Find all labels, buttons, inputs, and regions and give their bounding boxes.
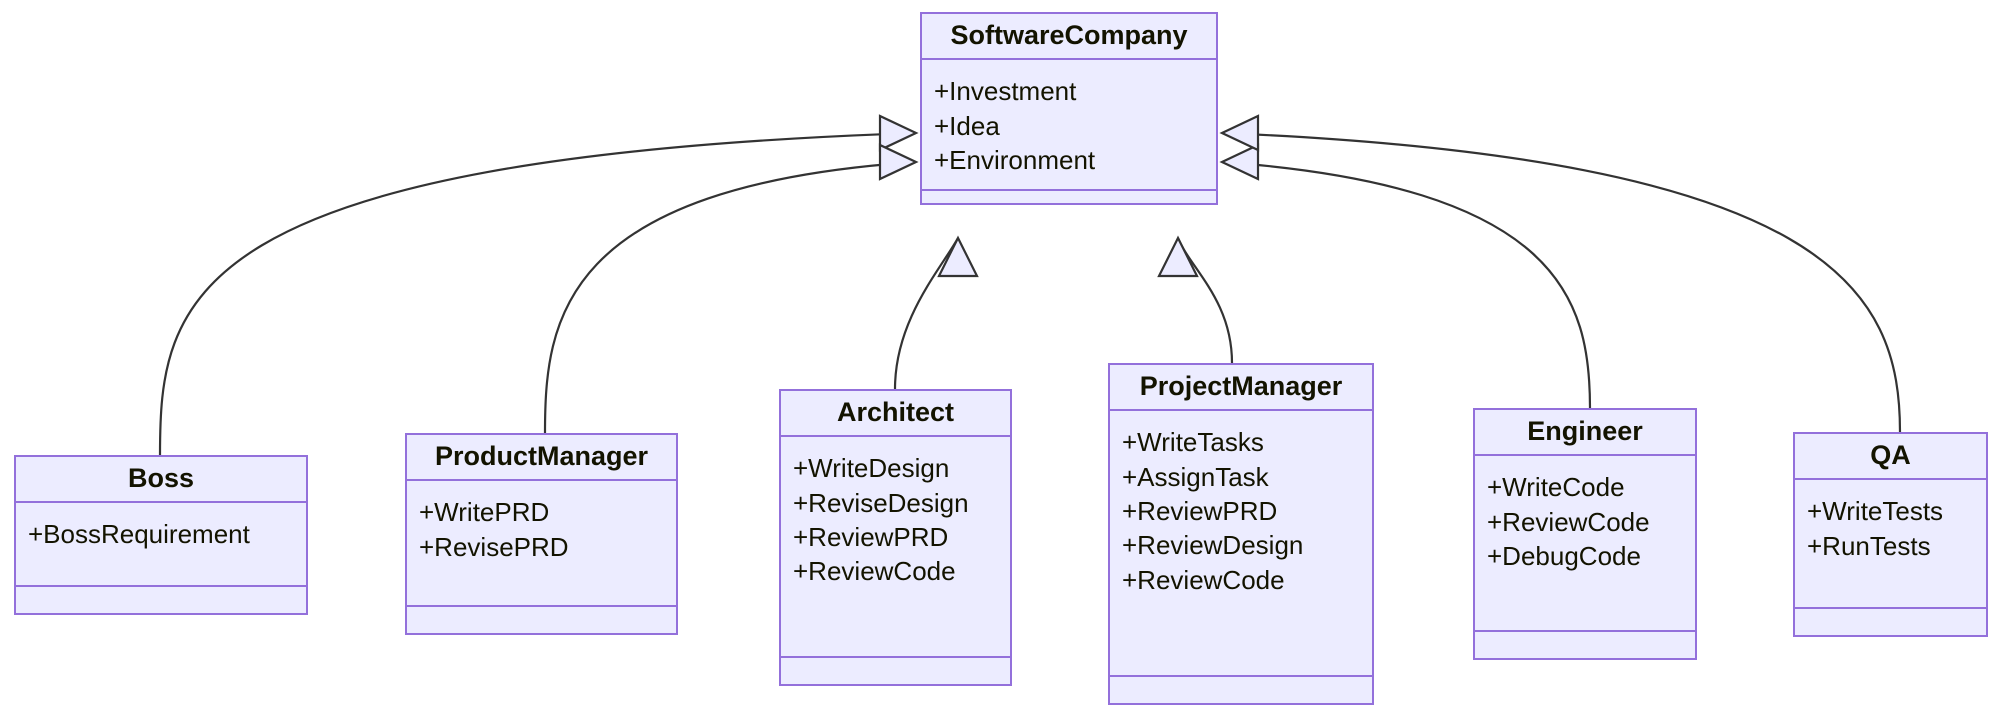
class-attribute: +AssignTask [1122, 461, 1269, 492]
class-attribute: +WriteTests [1807, 496, 1944, 527]
class-attributes-software-company: +Investment +Idea +Environment [922, 60, 1216, 192]
class-attribute: +ReviewCode [1487, 506, 1650, 537]
inheritance-arrowhead-icon [1157, 235, 1199, 278]
class-attribute: +RunTests [1807, 530, 1931, 561]
class-attribute: +ReviewCode [793, 556, 956, 587]
class-methods-qa [1795, 609, 1986, 635]
class-methods-boss [16, 587, 306, 613]
class-title-architect: Architect [781, 391, 1010, 438]
class-title-engineer: Engineer [1475, 410, 1695, 457]
class-title-qa: QA [1795, 434, 1986, 481]
class-title-project-manager: ProjectManager [1110, 365, 1372, 412]
class-methods-architect [781, 658, 1010, 684]
class-attribute: +WritePRD [419, 497, 550, 528]
class-attribute: +ReviewCode [1122, 564, 1285, 595]
class-attributes-architect: +WriteDesign +ReviseDesign +ReviewPRD +R… [781, 437, 1010, 658]
class-attribute: +ReviewPRD [1122, 495, 1278, 526]
class-title-boss: Boss [16, 457, 306, 504]
class-node-engineer[interactable]: Engineer +WriteCode +ReviewCode +DebugCo… [1473, 408, 1697, 660]
class-attributes-boss: +BossRequirement [16, 503, 306, 587]
class-methods-software-company [922, 191, 1216, 217]
class-methods-product-manager [407, 607, 676, 633]
class-attribute: +ReviewDesign [1122, 530, 1304, 561]
class-attribute: +WriteCode [1487, 472, 1625, 503]
class-attribute: +WriteTasks [1122, 427, 1264, 458]
inheritance-edge-line [893, 237, 959, 390]
inheritance-arrowhead-icon [937, 235, 979, 278]
class-attribute: +BossRequirement [28, 519, 250, 550]
class-attributes-project-manager: +WriteTasks +AssignTask +ReviewPRD +Revi… [1110, 411, 1372, 677]
class-attributes-qa: +WriteTests +RunTests [1795, 480, 1986, 609]
inheritance-arrowhead-icon [1219, 114, 1260, 152]
class-attribute: +Idea [934, 110, 1000, 141]
class-attribute: +ReviseDesign [793, 487, 969, 518]
class-attribute: +DebugCode [1487, 540, 1641, 571]
class-attributes-product-manager: +WritePRD +RevisePRD [407, 481, 676, 607]
class-title-product-manager: ProductManager [407, 435, 676, 482]
class-node-project-manager[interactable]: ProjectManager +WriteTasks +AssignTask +… [1108, 363, 1374, 705]
class-attribute: +WriteDesign [793, 453, 950, 484]
inheritance-arrowhead-icon [1219, 143, 1260, 181]
class-attribute: +Investment [934, 76, 1077, 107]
inheritance-arrowhead-icon [878, 143, 919, 181]
class-attribute: +RevisePRD [419, 531, 569, 562]
class-methods-engineer [1475, 632, 1695, 658]
inheritance-edge-line [1176, 237, 1234, 364]
class-methods-project-manager [1110, 677, 1372, 703]
class-node-software-company[interactable]: SoftwareCompany +Investment +Idea +Envir… [920, 12, 1218, 205]
class-attributes-engineer: +WriteCode +ReviewCode +DebugCode [1475, 456, 1695, 632]
class-title-software-company: SoftwareCompany [922, 14, 1216, 61]
class-node-architect[interactable]: Architect +WriteDesign +ReviseDesign +Re… [779, 389, 1012, 686]
class-node-boss[interactable]: Boss +BossRequirement [14, 455, 308, 615]
class-attribute: +Environment [934, 144, 1096, 175]
inheritance-arrowhead-icon [878, 114, 919, 152]
class-node-product-manager[interactable]: ProductManager +WritePRD +RevisePRD [405, 433, 678, 635]
class-attribute: +ReviewPRD [793, 521, 949, 552]
class-node-qa[interactable]: QA +WriteTests +RunTests [1793, 432, 1988, 637]
